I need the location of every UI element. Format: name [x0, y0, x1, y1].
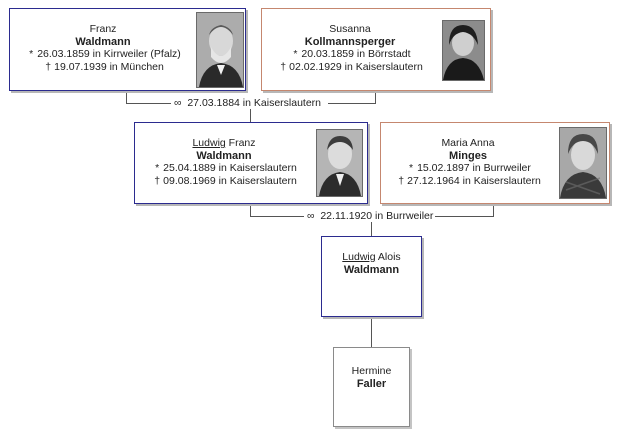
person-card-ludwig-alois-waldmann[interactable]: Ludwig Alois Waldmann — [321, 236, 422, 317]
person-card-ludwig-franz-waldmann[interactable]: Ludwig Franz Waldmann *25.04.1889 in Kai… — [134, 122, 368, 204]
birth-date-place: 26.03.1859 in Kirrweiler (Pfalz) — [37, 48, 181, 60]
given-name: Hermine — [351, 365, 392, 377]
birth-icon: * — [409, 162, 414, 174]
marriage-icon: ∞ — [174, 97, 182, 109]
call-name: Ludwig — [192, 137, 226, 149]
call-name: Ludwig — [342, 251, 376, 263]
marriage2-label: ∞ 22.11.1920 in Burrweiler — [305, 210, 436, 222]
death-date-place: 09.08.1969 in Kaiserslautern — [163, 174, 297, 187]
birth-date-place: 25.04.1889 in Kaiserslautern — [163, 162, 297, 174]
birth-line: *20.03.1859 in Börrstadt — [264, 48, 436, 61]
birth-icon: * — [155, 162, 160, 174]
surname: Kollmannsperger — [304, 35, 396, 48]
given-name: Ludwig Franz — [139, 137, 309, 150]
marriage2-date-place: 22.11.1920 in Burrweiler — [320, 210, 434, 222]
marriage-icon: ∞ — [307, 210, 315, 222]
marriage1-date-place: 27.03.1884 in Kaiserslautern — [187, 97, 322, 109]
portrait-photo — [559, 127, 607, 199]
marriage2-left-line — [250, 216, 304, 217]
person-info: Franz Waldmann *26.03.1859 in Kirrweiler… — [14, 23, 192, 73]
death-icon: † — [45, 60, 52, 73]
birth-line: *26.03.1859 in Kirrweiler (Pfalz) — [14, 48, 192, 61]
franz-drop-line — [126, 91, 127, 104]
surname: Waldmann — [75, 35, 131, 48]
portrait-photo — [442, 20, 485, 81]
death-icon: † — [280, 60, 287, 73]
person-card-maria-anna-minges[interactable]: Maria Anna Minges *15.02.1897 in Burrwei… — [380, 122, 610, 204]
person-info: Maria Anna Minges *15.02.1897 in Burrwei… — [383, 137, 553, 187]
person-info: Ludwig Alois Waldmann — [322, 251, 421, 276]
given-name: Ludwig Alois — [322, 251, 421, 264]
given-name-rest: Alois — [375, 251, 401, 263]
marriage1-left-line — [126, 103, 171, 104]
birth-icon: * — [293, 48, 298, 60]
maria-drop-line — [493, 204, 494, 217]
birth-line: *25.04.1889 in Kaiserslautern — [139, 162, 309, 175]
marriage1-label: ∞ 27.03.1884 in Kaiserslautern — [172, 97, 324, 109]
death-date-place: 02.02.1929 in Kaiserslautern — [289, 60, 423, 73]
birth-line: *15.02.1897 in Burrweiler — [383, 162, 553, 175]
death-icon: † — [398, 174, 405, 187]
surname: Waldmann — [196, 149, 252, 162]
death-date-place: 19.07.1939 in München — [54, 60, 164, 73]
death-line: †02.02.1929 in Kaiserslautern — [264, 61, 436, 74]
death-icon: † — [154, 174, 161, 187]
susanna-drop-line — [375, 91, 376, 104]
marriage1-right-line — [328, 103, 376, 104]
death-line: †09.08.1969 in Kaiserslautern — [139, 175, 309, 188]
given-name: Franz — [89, 23, 117, 35]
birth-date-place: 20.03.1859 in Börrstadt — [301, 48, 411, 60]
surname: Waldmann — [343, 263, 400, 276]
birth-date-place: 15.02.1897 in Burrweiler — [417, 162, 531, 174]
birth-icon: * — [29, 48, 34, 60]
person-card-franz-waldmann[interactable]: Franz Waldmann *26.03.1859 in Kirrweiler… — [9, 8, 246, 91]
portrait-photo — [196, 12, 244, 88]
death-line: †27.12.1964 in Kaiserslautern — [383, 175, 553, 188]
given-name: Maria Anna — [441, 137, 495, 149]
ludwig-drop-line — [250, 204, 251, 217]
given-name: Susanna — [329, 23, 371, 35]
marriage1-child-line — [250, 108, 251, 122]
surname: Faller — [356, 377, 387, 390]
death-date-place: 27.12.1964 in Kaiserslautern — [407, 174, 541, 187]
ludwig-alois-hermine-line — [371, 317, 372, 347]
surname: Minges — [449, 149, 487, 162]
person-card-susanna-kollmannsperger[interactable]: Susanna Kollmannsperger *20.03.1859 in B… — [261, 8, 491, 91]
given-name-rest: Franz — [225, 137, 256, 149]
portrait-photo — [316, 129, 363, 197]
marriage2-right-line — [416, 216, 494, 217]
person-card-hermine-faller[interactable]: Hermine Faller — [333, 347, 410, 427]
marriage2-child-line — [371, 222, 372, 236]
death-line: †19.07.1939 in München — [14, 61, 192, 74]
person-info: Ludwig Franz Waldmann *25.04.1889 in Kai… — [139, 137, 309, 187]
person-info: Susanna Kollmannsperger *20.03.1859 in B… — [264, 23, 436, 73]
person-info: Hermine Faller — [334, 365, 409, 390]
